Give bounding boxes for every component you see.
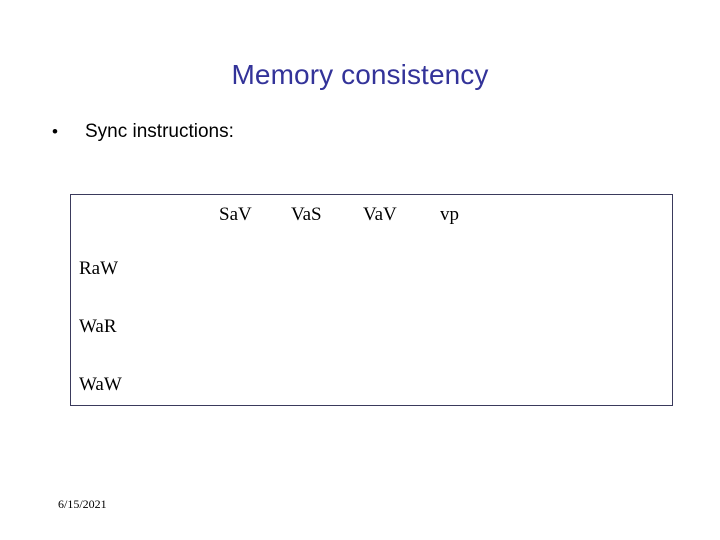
column-header-vas: VaS: [291, 204, 322, 225]
table-cell: [440, 314, 506, 340]
column-header-vav: VaV: [363, 204, 397, 225]
table-cell: [291, 256, 357, 282]
table-cell: [219, 314, 285, 340]
row-label-war: WaR: [79, 316, 117, 337]
bullet-item-label: Sync instructions:: [85, 121, 234, 142]
table-cell: [440, 372, 506, 398]
table-header-row: SaV VaS VaV vp: [71, 201, 672, 231]
table-cell: [363, 256, 429, 282]
table-cell: [219, 256, 285, 282]
table-cell: [291, 372, 357, 398]
column-header-sav: SaV: [219, 204, 252, 225]
table-cell: [219, 372, 285, 398]
row-label-raw: RaW: [79, 258, 119, 279]
footer-date: 6/15/2021: [58, 497, 107, 511]
bullet-marker-icon: •: [52, 122, 58, 141]
table-cell: [291, 314, 357, 340]
page-title: Memory consistency: [231, 59, 489, 90]
bullet-item-sync-instructions: • Sync instructions:: [52, 119, 234, 145]
table-cell: [440, 256, 506, 282]
table-cell: [363, 372, 429, 398]
column-header-vp: vp: [440, 204, 459, 225]
table-cell: [363, 314, 429, 340]
consistency-matrix-table: SaV VaS VaV vp RaW WaR WaW: [70, 194, 673, 406]
row-label-waw: WaW: [79, 374, 122, 395]
